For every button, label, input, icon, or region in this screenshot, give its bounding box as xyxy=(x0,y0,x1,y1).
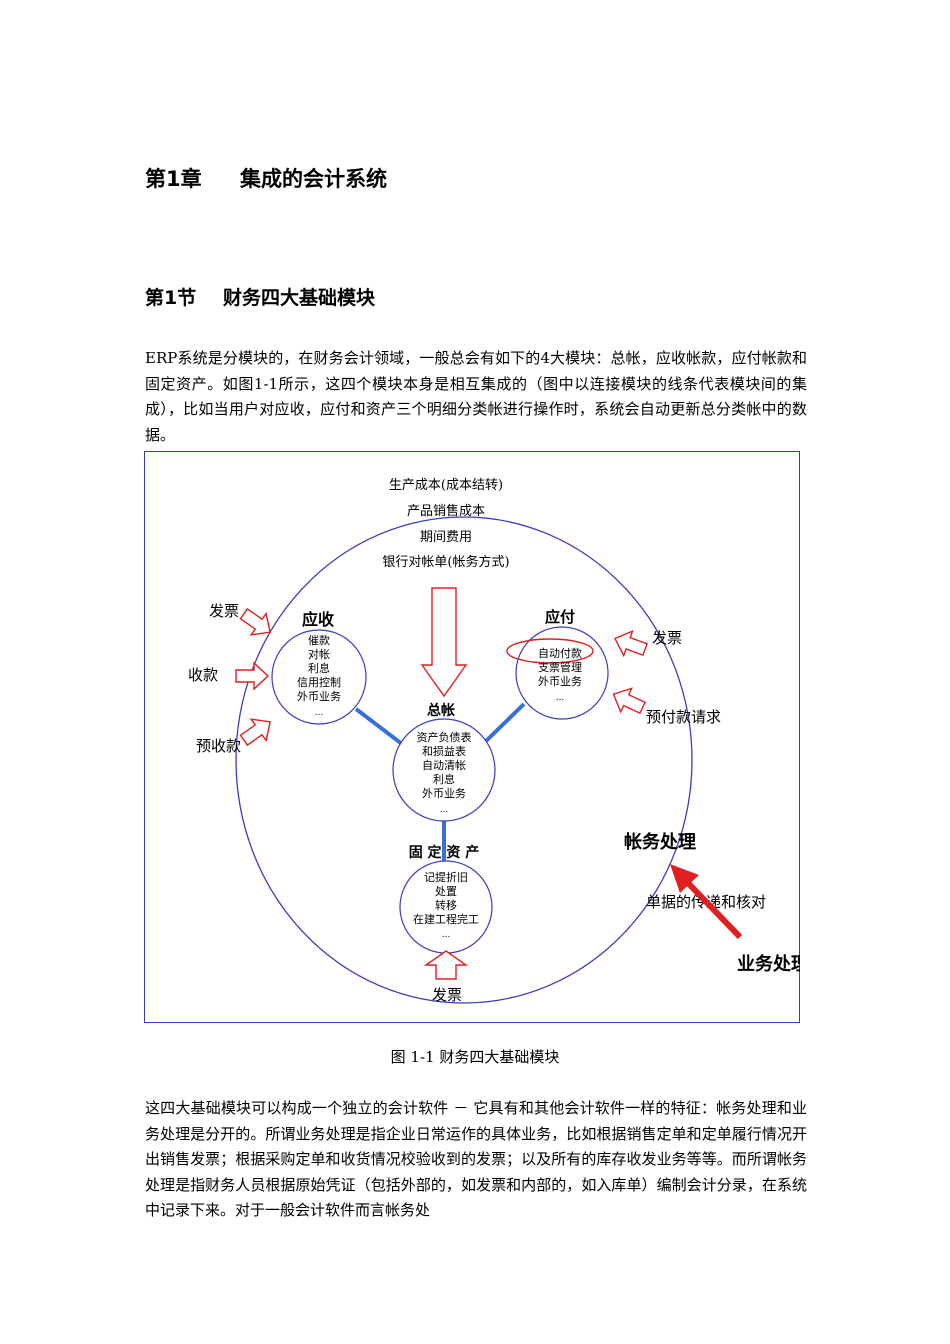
left-input-invoice: 发票 xyxy=(209,602,239,620)
left-input-receipt: 收款 xyxy=(188,666,218,684)
payable-item: 自动付款 xyxy=(538,646,582,660)
payable-circle xyxy=(515,626,609,720)
ledger-item: 和损益表 xyxy=(422,744,466,758)
top-down-arrow-icon xyxy=(420,587,468,698)
general-ledger-circle xyxy=(392,718,496,822)
payable-item: ... xyxy=(556,693,565,703)
section-title: 财务四大基础模块 xyxy=(223,287,376,309)
section-heading: 第1节 财务四大基础模块 xyxy=(145,283,375,310)
top-item-sales-cost: 产品销售成本 xyxy=(407,503,485,519)
intro-paragraph: ERP系统是分模块的，在财务会计领域，一般总会有如下的4大模块：总帐，应收帐款，… xyxy=(145,349,807,444)
assets-item: 转移 xyxy=(435,898,457,912)
body-paragraph: 这四大基础模块可以构成一个独立的会计软件 － 它具有和其他会计软件一样的特征：帐… xyxy=(145,1099,807,1219)
ledger-item: ... xyxy=(440,805,449,815)
right-input-prepayment-request: 预付款请求 xyxy=(646,708,721,726)
assets-item: ... xyxy=(442,930,451,940)
bottom-up-arrow-icon xyxy=(423,950,469,980)
ledger-item: 自动清帐 xyxy=(422,759,466,772)
business-processing-label: 业务处理 xyxy=(737,953,800,975)
chapter-heading: 第1章 集成的会计系统 xyxy=(145,163,387,193)
assets-item: 记提折旧 xyxy=(424,870,468,884)
top-item-production-cost: 生产成本(成本结转) xyxy=(389,478,503,493)
accounting-processing-label: 帐务处理 xyxy=(624,831,696,853)
fixed-assets-title: 固 定 资 产 xyxy=(409,844,480,861)
system-oval xyxy=(235,516,693,1004)
link-payable-ledger xyxy=(482,702,526,745)
link-receivable-ledger xyxy=(354,707,404,746)
right-arrow-invoice-icon xyxy=(613,629,648,658)
top-item-period-expense: 期间费用 xyxy=(420,530,472,545)
left-arrow-advance-icon xyxy=(239,718,271,747)
business-arrow-head-icon xyxy=(670,864,699,893)
left-input-advance-receipt: 预收款 xyxy=(196,737,241,755)
receivable-item: 外币业务 xyxy=(297,690,341,703)
payable-item: 外币业务 xyxy=(538,675,582,688)
assets-item: 处置 xyxy=(435,885,457,898)
left-arrow-invoice-icon xyxy=(239,607,271,636)
assets-item: 在建工程完工 xyxy=(413,912,479,926)
payable-item: 支票管理 xyxy=(538,660,582,674)
receivable-title: 应收 xyxy=(302,610,334,629)
chapter-number: 第1章 xyxy=(145,167,202,191)
receivable-item: 催款 xyxy=(308,633,330,647)
bottom-input-invoice: 发票 xyxy=(432,986,462,1004)
receivable-item: 信用控制 xyxy=(297,675,341,689)
receivable-item: ... xyxy=(315,708,324,718)
receivable-item: 对帐 xyxy=(308,647,330,661)
auto-payment-highlight xyxy=(506,638,594,664)
right-input-invoice: 发票 xyxy=(652,629,682,647)
right-arrow-prepayment-icon xyxy=(612,687,646,715)
payable-title: 应付 xyxy=(545,608,575,626)
ledger-item: 外币业务 xyxy=(422,787,466,800)
receivable-circle xyxy=(271,629,367,725)
ledger-item: 资产负债表 xyxy=(417,730,472,744)
left-arrow-receipt-icon xyxy=(235,661,270,691)
section-number: 第1节 xyxy=(145,287,197,309)
receivable-item: 利息 xyxy=(308,661,330,675)
ledger-item: 利息 xyxy=(433,772,455,786)
general-ledger-title: 总帐 xyxy=(427,702,455,719)
chapter-title: 集成的会计系统 xyxy=(240,167,387,191)
top-item-bank-statement: 银行对帐单(帐务方式) xyxy=(382,554,509,570)
diagram-frame xyxy=(144,451,800,1023)
four-modules-diagram: 生产成本(成本结转) 产品销售成本 期间费用 银行对帐单(帐务方式) ... 应… xyxy=(144,451,800,1023)
business-arrow-shaft xyxy=(685,880,743,940)
figure-caption: 图 1-1 财务四大基础模块 xyxy=(390,1048,560,1066)
